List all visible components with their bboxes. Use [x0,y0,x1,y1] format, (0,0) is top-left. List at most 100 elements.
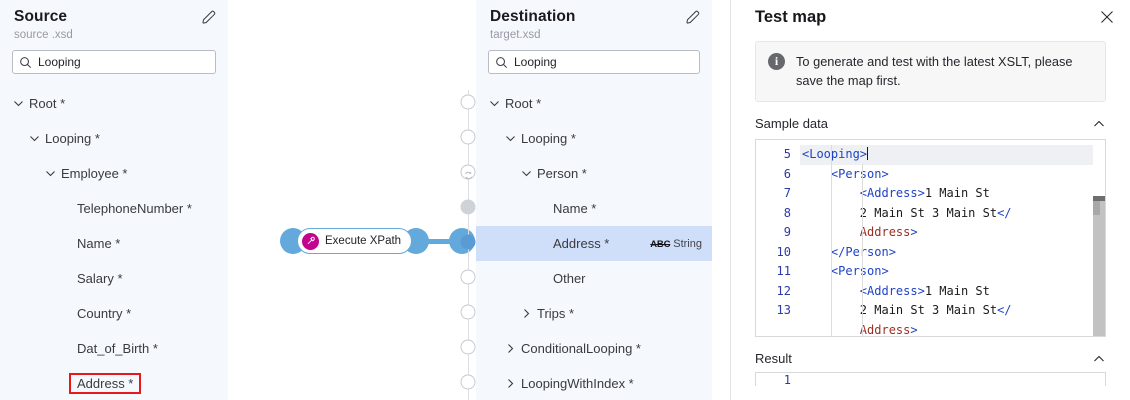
tree-node-label: Root * [29,96,66,111]
code-line: Address> [859,322,918,337]
tree-node-label: LoopingWithIndex * [521,376,634,391]
tree-node-root[interactable]: Root * [476,86,712,121]
code-line: Address> [859,225,918,240]
result-editor[interactable]: 1 [755,372,1106,387]
tree-node-employee[interactable]: Employee * [0,156,228,191]
result-section-header[interactable]: Result [755,351,1106,366]
tree-node-label: Dat_of_Birth * [77,341,158,356]
connection-handle[interactable] [460,339,476,355]
tree-node-name[interactable]: Name * [0,226,228,261]
line-number: 11 [776,264,791,279]
chevron-up-icon[interactable] [1092,352,1106,366]
search-icon [495,56,508,69]
connection-handle[interactable] [460,164,476,180]
destination-handle-rail [460,90,476,400]
connection-handle[interactable] [460,129,476,145]
node-label: Execute XPath [325,235,402,247]
line-number: 7 [783,186,791,201]
tree-node-label: ConditionalLooping * [521,341,641,356]
code-line: 2 Main St 3 Main St</ [802,303,1012,318]
code-line: <Address>1 Main St [859,283,990,298]
tree-node-label: Salary * [77,271,123,286]
chevron-down-icon[interactable] [520,167,533,180]
tree-node-person[interactable]: Person * [476,156,712,191]
pencil-icon[interactable] [200,8,218,26]
execute-xpath-node[interactable]: Execute XPath [280,228,476,254]
tree-node-label: Name * [77,236,121,251]
tree-node-dat-of-birth[interactable]: Dat_of_Birth * [0,331,228,366]
tree-node-looping[interactable]: Looping * [476,121,712,156]
connection-handle[interactable] [460,234,476,250]
line-number: 8 [783,205,791,220]
chevron-right-icon[interactable] [520,307,533,320]
line-number: 13 [776,303,791,318]
tree-node-label: Address * [553,236,610,251]
code-line: <Person> [830,166,889,181]
source-panel-header: Source source .xsd [0,0,228,41]
connection-handle[interactable] [460,199,476,215]
chevron-down-icon[interactable] [44,167,57,180]
connection-handle[interactable] [460,304,476,320]
destination-file-name: target.xsd [490,29,541,41]
source-tree: Root * Looping *Employee *TelephoneNumber… [0,86,228,400]
chevron-right-icon[interactable] [504,342,517,355]
chevron-down-icon[interactable] [12,97,25,110]
tree-node-salary[interactable]: Salary * [0,261,228,296]
tree-node-name[interactable]: Name * [476,191,712,226]
code-area[interactable]: <Looping> <Person> <Address>1 Main St 2 … [800,140,1105,337]
info-banner-text: To generate and test with the latest XSL… [796,54,1073,88]
tree-node-loopingwithindex[interactable]: LoopingWithIndex * [476,366,712,400]
tree-node-address[interactable]: Address * [0,366,228,400]
result-label: Result [755,351,792,367]
source-search-value: Looping [38,55,81,69]
tree-node-label: Trips * [537,306,575,321]
source-panel-title: Source [14,8,68,25]
connection-handle[interactable] [460,374,476,390]
destination-tree: Root * Looping *Person *Name *Address *AB… [476,86,712,400]
node-pill[interactable]: Execute XPath [297,228,413,254]
mapping-canvas[interactable]: Execute XPath [228,0,476,400]
search-icon [19,56,32,69]
destination-panel-title: Destination [490,8,576,25]
result-content [800,373,1105,386]
info-icon: i [768,53,785,70]
repeating-node-icon [463,167,473,179]
code-line: </Person> [830,244,896,259]
chevron-down-icon[interactable] [488,97,501,110]
destination-search-input[interactable]: Looping [488,50,700,74]
tree-node-root[interactable]: Root * [0,86,228,121]
tree-node-label: Root * [505,96,542,111]
test-map-title: Test map [755,8,827,26]
tree-node-label: Other [553,271,586,286]
line-number: 12 [776,283,791,298]
vertical-scrollbar[interactable] [1093,140,1105,337]
sample-data-label: Sample data [755,116,828,132]
destination-panel-header: Destination target.xsd [476,0,712,41]
tree-node-looping[interactable]: Looping * [0,121,228,156]
source-search-input[interactable]: Looping [12,50,216,74]
chevron-down-icon[interactable] [504,132,517,145]
tree-node-trips[interactable]: Trips * [476,296,712,331]
close-icon[interactable] [1098,8,1116,26]
tree-node-label: Address * [68,373,142,394]
chevron-right-icon[interactable] [504,377,517,390]
code-line: 2 Main St 3 Main St</ [802,205,1012,220]
tree-node-country[interactable]: Country * [0,296,228,331]
tree-node-conditionallooping[interactable]: ConditionalLooping * [476,331,712,366]
save-map-info-banner: i To generate and test with the latest X… [755,41,1106,103]
sample-data-section-header[interactable]: Sample data [755,116,1106,131]
pencil-icon[interactable] [684,8,702,26]
node-output-wire [426,238,453,244]
test-map-panel: Test map i To generate and test with the… [730,0,1130,400]
tree-node-other[interactable]: Other [476,261,712,296]
chevron-up-icon[interactable] [1092,117,1106,131]
destination-search-value: Looping [514,55,557,69]
xpath-function-icon [302,232,319,250]
connection-handle[interactable] [460,94,476,110]
tree-node-telephonenumber[interactable]: TelephoneNumber * [0,191,228,226]
connection-handle[interactable] [460,269,476,285]
chevron-down-icon[interactable] [28,132,41,145]
